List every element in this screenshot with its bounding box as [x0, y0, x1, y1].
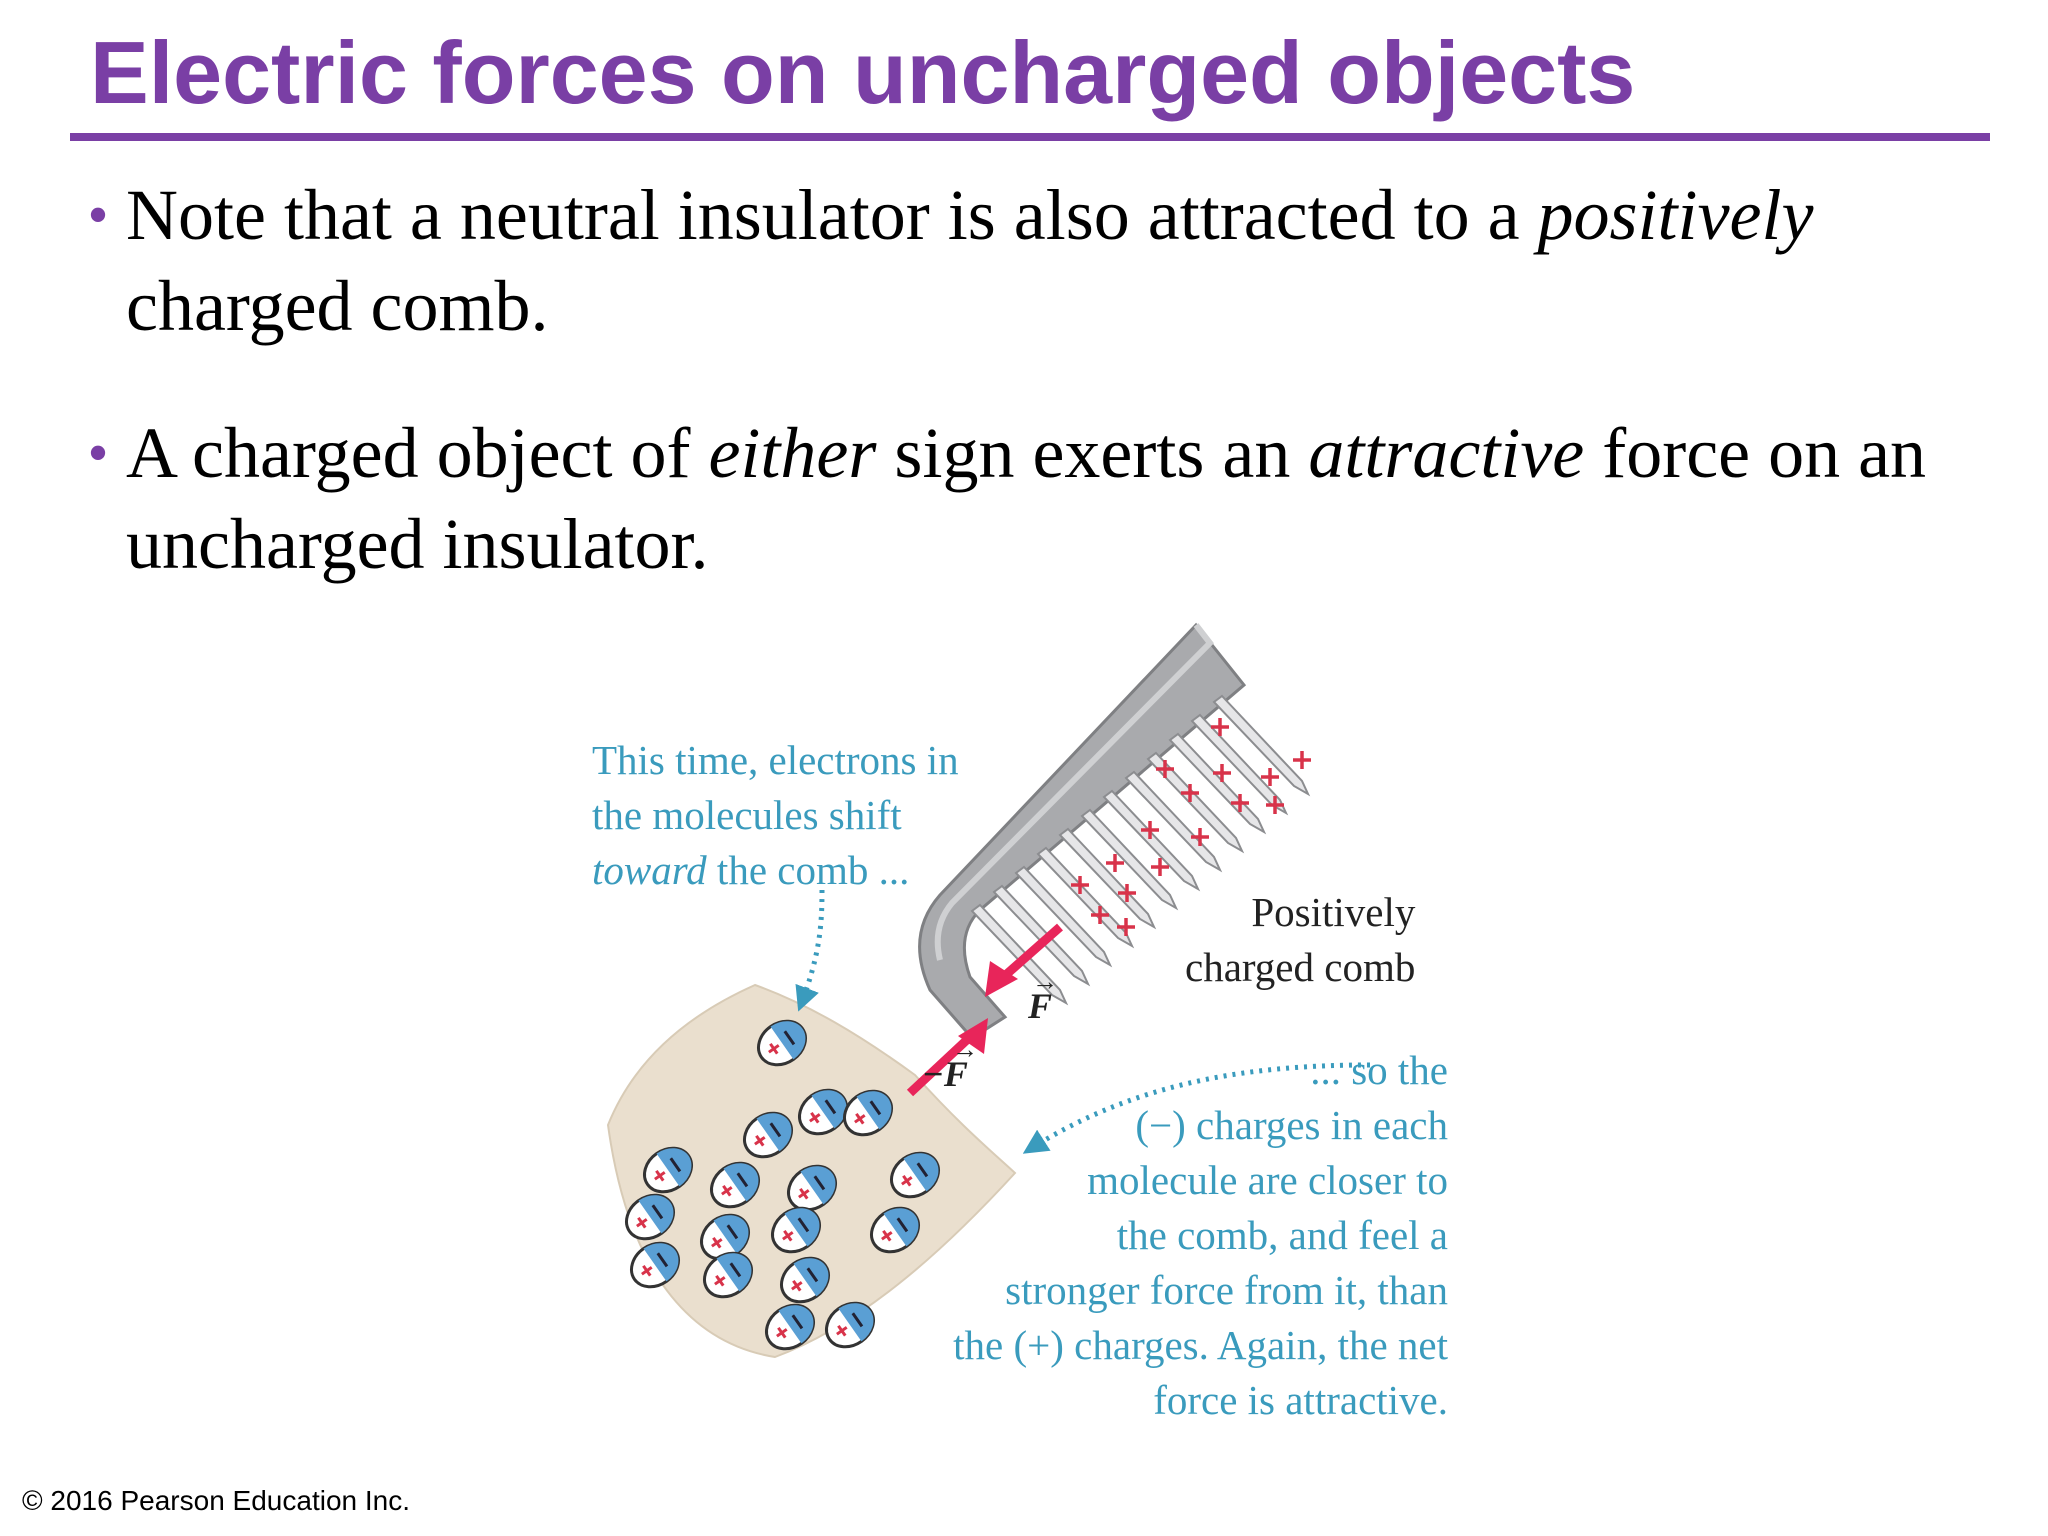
positive-charge: [1071, 876, 1089, 894]
comb-tooth: [1212, 694, 1311, 797]
dotted-leader-right: [1022, 1062, 1371, 1154]
positive-charge: [1191, 828, 1209, 846]
positive-charge: [1181, 784, 1199, 802]
caption-text: the molecules shift: [592, 792, 902, 838]
negative-force-label-text: −F: [922, 1054, 968, 1094]
molecule: [825, 1301, 875, 1349]
bullet-text-emphasis: attractive: [1308, 413, 1585, 493]
caption-line: force is attractive.: [1153, 1377, 1448, 1423]
comb-tooth: [1102, 789, 1201, 892]
force-arrowhead-on-insulator: [958, 1018, 988, 1054]
comb-label-line: Positively: [1251, 889, 1416, 935]
positive-charge: [1151, 858, 1169, 876]
positive-charge: [1261, 768, 1279, 786]
molecule: [798, 1088, 848, 1136]
force-arrow-on-insulator: [906, 1033, 974, 1097]
bullet-text-part: Note that a neutral insulator is also at…: [126, 175, 1538, 255]
comb-tooth: [970, 903, 1069, 1006]
bullet-item: • Note that a neutral insulator is also …: [70, 170, 1970, 352]
caption-line: stronger force from it, than: [1005, 1267, 1448, 1313]
polarized-molecules: [625, 1019, 940, 1351]
bullet-text-part: force on an uncharged insulator.: [126, 413, 1927, 584]
molecule: [703, 1251, 753, 1299]
bullet-text-part: A charged object of: [126, 413, 709, 493]
molecule: [780, 1256, 830, 1304]
caption-text: the comb ...: [706, 847, 910, 893]
bullet-text-part: sign exerts an: [876, 413, 1309, 493]
bullet-text: A charged object of either sign exerts a…: [126, 408, 1970, 590]
molecule: [890, 1151, 940, 1199]
positive-charge: [1266, 796, 1284, 814]
comb-insulator-figure: [560, 605, 1500, 1455]
caption-line: (−) charges in each: [1135, 1102, 1448, 1148]
dotted-leader-left: [795, 889, 825, 1012]
bullet-item: • A charged object of either sign exerts…: [70, 408, 1970, 590]
force-label: → F: [1028, 967, 1058, 1027]
positive-charge: [1106, 854, 1124, 872]
force-arrowhead-on-comb: [985, 961, 1018, 997]
copyright-footer: © 2016 Pearson Education Inc.: [22, 1485, 410, 1516]
force-arrow-on-comb: [997, 923, 1063, 984]
comb-tooth: [1058, 827, 1157, 930]
comb-label: Positively charged comb: [1185, 885, 1415, 995]
caption-line: ... so the: [1310, 1047, 1448, 1093]
positive-charge: [1293, 751, 1311, 769]
caption-electron-shift: This time, electrons in the molecules sh…: [592, 733, 959, 898]
caption-line: toward the comb ...: [592, 843, 959, 898]
caption-line: This time, electrons in: [592, 733, 959, 788]
vector-arrow-icon: →: [952, 1035, 978, 1064]
comb-tooth: [1014, 865, 1113, 968]
molecule: [700, 1213, 750, 1261]
bullet-text-emphasis: either: [708, 413, 877, 493]
bullet-text: Note that a neutral insulator is also at…: [126, 170, 1970, 352]
caption-text: This time, electrons in: [592, 737, 959, 783]
molecule: [630, 1241, 680, 1289]
molecule: [765, 1303, 815, 1351]
molecule: [625, 1193, 675, 1241]
caption-net-force: ... so the (−) charges in each molecule …: [953, 1043, 1448, 1428]
caption-emphasis: toward: [592, 847, 707, 893]
negative-force-label: → −F: [922, 1035, 978, 1095]
bullet-text-emphasis: positively: [1537, 175, 1814, 255]
molecule: [710, 1161, 760, 1209]
comb-tooth: [1190, 713, 1289, 816]
positive-charge: [1118, 884, 1136, 902]
molecule: [771, 1206, 821, 1254]
positive-charge: [1091, 906, 1109, 924]
title-underline: [70, 133, 1990, 141]
bullet-marker: •: [87, 420, 109, 486]
comb-tooth: [1146, 751, 1245, 854]
molecule: [787, 1164, 837, 1212]
molecule: [870, 1206, 920, 1254]
positive-charge: [1231, 794, 1249, 812]
vector-arrow-icon: →: [1032, 967, 1058, 996]
comb-positive-charges: [1071, 718, 1311, 936]
caption-line: the molecules shift: [592, 788, 959, 843]
comb-tooth: [992, 884, 1091, 987]
comb-tooth: [1080, 808, 1179, 911]
force-label-text: F: [1028, 986, 1053, 1026]
bullet-marker: •: [87, 182, 109, 248]
caption-line: the (+) charges. Again, the net: [953, 1322, 1448, 1368]
comb-tooth: [1036, 846, 1135, 949]
molecule: [757, 1019, 807, 1067]
bullet-text-part: charged comb.: [126, 266, 549, 346]
figure-drawing: [606, 622, 1371, 1359]
positive-charge: [1156, 760, 1174, 778]
slide-title: Electric forces on uncharged objects: [90, 23, 1636, 122]
molecule: [643, 1146, 693, 1194]
positive-charge: [1141, 821, 1159, 839]
positive-charge: [1211, 718, 1229, 736]
comb-label-line: charged comb: [1185, 944, 1416, 990]
molecule: [743, 1111, 793, 1159]
molecule: [843, 1089, 893, 1137]
caption-line: molecule are closer to: [1087, 1157, 1448, 1203]
caption-line: the comb, and feel a: [1116, 1212, 1448, 1258]
positive-charge: [1213, 764, 1231, 782]
positive-charge: [1117, 918, 1135, 936]
